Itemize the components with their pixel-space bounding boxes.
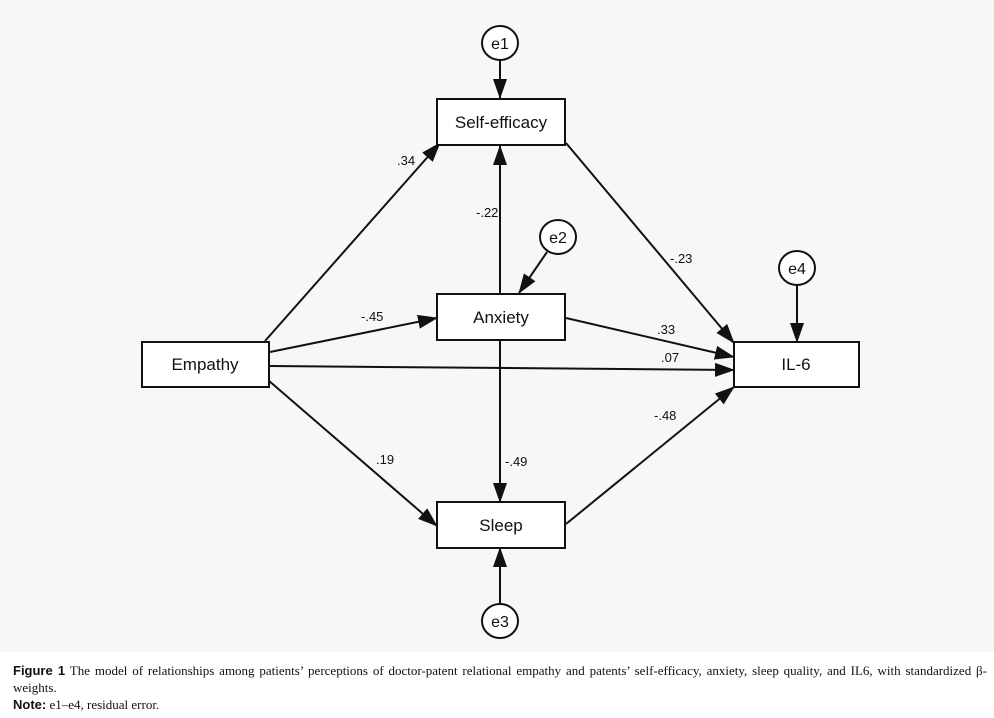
- error-e3: e3: [481, 603, 519, 639]
- note-text: e1–e4, residual error.: [49, 697, 160, 712]
- path-arrow-empathy-il6: [269, 362, 735, 377]
- path-arrows: [264, 60, 804, 603]
- caption-note-line: Note: e1–e4, residual error.: [13, 696, 987, 713]
- node-label: Sleep: [479, 516, 522, 535]
- error-label: e1: [491, 36, 509, 53]
- error-arrow-e2: [518, 251, 548, 294]
- node-self-efficacy: Self-efficacy: [436, 98, 566, 146]
- caption-figure-line: Figure 1 The model of relationships amon…: [13, 662, 987, 696]
- figure-caption: Figure 1 The model of relationships amon…: [13, 662, 987, 713]
- node-anxiety: Anxiety: [436, 293, 566, 341]
- node-box: [436, 501, 566, 549]
- node-box: [436, 293, 566, 341]
- note-label: Note:: [13, 697, 47, 712]
- error-circle: [778, 250, 816, 286]
- weight-empathy-il6: .07: [661, 350, 679, 365]
- error-label: e4: [788, 261, 806, 278]
- node-sleep: Sleep: [436, 501, 566, 549]
- path-arrow-empathy-anxiety: [269, 314, 438, 353]
- weight-sleep-il6: -.48: [654, 408, 676, 423]
- node-label: Empathy: [171, 355, 239, 374]
- node-empathy: Empathy: [141, 341, 270, 388]
- path-weights: .34 -.22 -.45 .07 -.23 .33 .19 -.49 -.48: [361, 153, 692, 469]
- node-label: Self-efficacy: [455, 113, 548, 132]
- error-circle: [481, 25, 519, 61]
- path-diagram: .34 -.22 -.45 .07 -.23 .33 .19 -.49 -.48…: [141, 25, 860, 639]
- error-circle: [481, 603, 519, 639]
- weight-self-efficacy-il6: -.23: [670, 251, 692, 266]
- node-box: [436, 98, 566, 146]
- figure-text: The model of relationships among patient…: [13, 663, 987, 695]
- path-arrow-empathy-sleep: [267, 379, 438, 527]
- error-e1: e1: [481, 25, 519, 61]
- weight-anxiety-sleep: -.49: [505, 454, 527, 469]
- path-arrow-anxiety-il6: [565, 317, 735, 360]
- weight-empathy-sleep: .19: [376, 452, 394, 467]
- node-label: IL-6: [781, 355, 810, 374]
- error-label: e2: [549, 230, 567, 247]
- node-box: [141, 341, 270, 388]
- error-e2: e2: [539, 219, 577, 255]
- path-arrow-empathy-self-efficacy: [264, 142, 441, 342]
- error-circle: [539, 219, 577, 255]
- error-label: e3: [491, 614, 509, 631]
- weight-anxiety-self-efficacy: -.22: [476, 205, 498, 220]
- weight-empathy-self-efficacy: .34: [397, 153, 415, 168]
- path-arrow-self-efficacy-il6: [565, 142, 735, 344]
- diagram-panel: .34 -.22 -.45 .07 -.23 .33 .19 -.49 -.48…: [141, 25, 860, 639]
- error-e4: e4: [778, 250, 816, 286]
- node-il6: IL-6: [733, 341, 860, 388]
- weight-anxiety-il6: .33: [657, 322, 675, 337]
- node-box: [733, 341, 860, 388]
- path-arrow-sleep-il6: [565, 386, 735, 525]
- node-label: Anxiety: [473, 308, 529, 327]
- weight-empathy-anxiety: -.45: [361, 309, 383, 324]
- figure-label: Figure 1: [13, 663, 66, 678]
